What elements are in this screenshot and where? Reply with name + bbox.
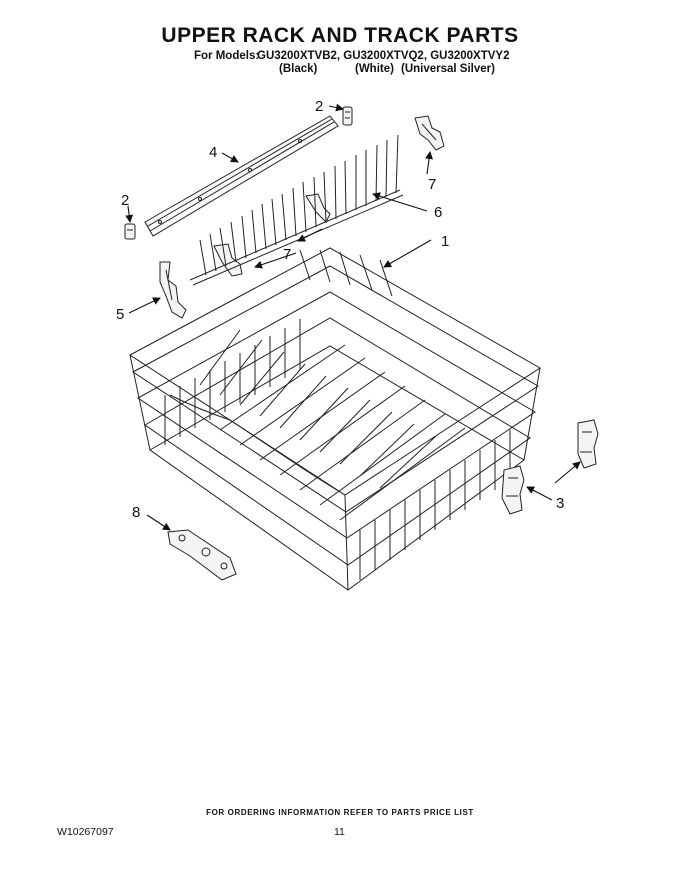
color-label-silver: (Universal Silver) xyxy=(401,63,495,75)
track-rail-part xyxy=(144,115,339,237)
callout-3: 3 xyxy=(556,495,564,512)
end-cap-left-part xyxy=(124,223,136,240)
callout-7-lower: 7 xyxy=(283,246,291,263)
callout-4: 4 xyxy=(209,144,217,161)
ordering-note: FOR ORDERING INFORMATION REFER TO PARTS … xyxy=(206,808,474,817)
callout-8: 8 xyxy=(132,504,140,521)
models-list: GU3200XTVB2, GU3200XTVQ2, GU3200XTVY2 xyxy=(257,50,510,62)
callout-2-top: 2 xyxy=(315,98,323,115)
models-label: For Models: xyxy=(194,50,260,62)
page-number: 11 xyxy=(334,826,345,838)
color-label-white: (White) xyxy=(355,63,394,75)
document-number: W10267097 xyxy=(57,826,114,838)
rack-adjuster-part xyxy=(159,261,187,319)
upper-rack-basket-part xyxy=(129,247,541,591)
callout-2-left: 2 xyxy=(121,192,129,209)
callout-5: 5 xyxy=(116,306,124,323)
track-stop-part xyxy=(501,419,599,515)
callout-1: 1 xyxy=(441,233,449,250)
callout-numbers: 1 2 2 3 4 5 6 7 7 8 xyxy=(116,98,564,521)
rack-bracket-part xyxy=(167,529,237,581)
page-title: UPPER RACK AND TRACK PARTS xyxy=(161,24,519,47)
color-label-black: (Black) xyxy=(279,63,318,75)
leader-lines xyxy=(125,103,581,531)
tine-clip-lower-part xyxy=(213,193,331,277)
tine-clip-upper-part xyxy=(414,115,445,151)
callout-7-upper: 7 xyxy=(428,176,436,193)
end-cap-top-part xyxy=(342,106,353,126)
callout-6: 6 xyxy=(434,204,442,221)
